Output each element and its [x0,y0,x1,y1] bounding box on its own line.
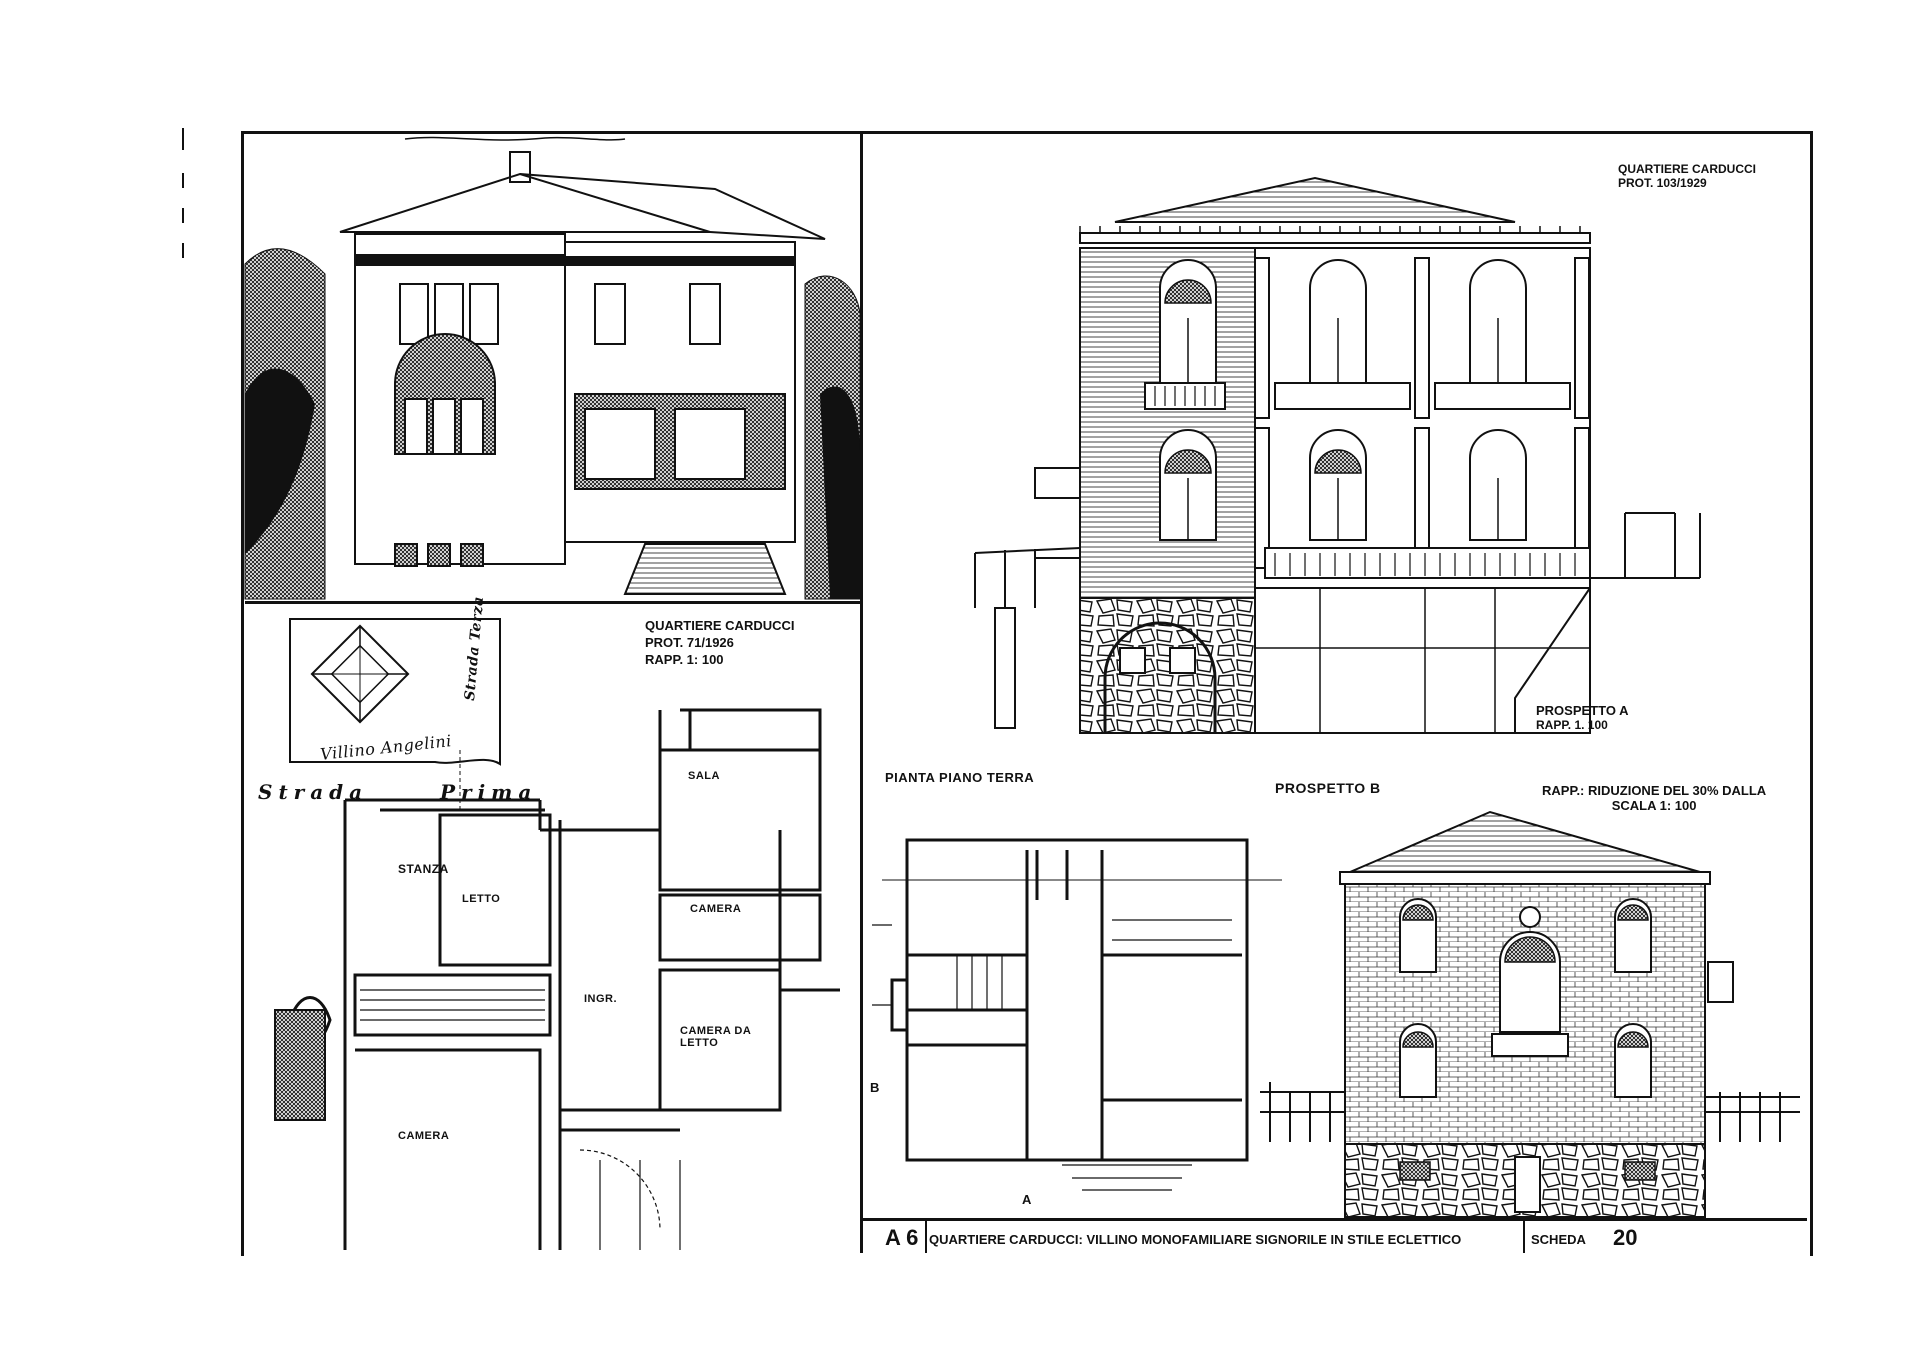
pianta-title: PIANTA PIANO TERRA [885,770,1035,785]
plate-a-title: QUARTIERE CARDUCCI [645,618,795,633]
footer-code: A 6 [885,1225,919,1250]
pianta-piano-terra [872,838,1282,1191]
footer-title-block: A 6 QUARTIERE CARDUCCI: VILLINO MONOFAMI… [863,1218,1807,1253]
plate-a-caption: QUARTIERE CARDUCCI PROT. 71/1926 RAPP. 1… [645,618,795,667]
room-label-ingresso: INGR. [584,993,618,1005]
prospetto-a-caption: PROSPETTO A RAPP. 1. 100 [1536,703,1628,732]
room-label-camera-1: CAMERA [690,903,742,915]
prospetto-b-elevation [1260,810,1800,1218]
scale-note-line2: SCALA 1: 100 [1611,798,1697,813]
plate-a-scale: RAPP. 1: 100 [645,652,724,667]
plate-b-caption: QUARTIERE CARDUCCI PROT. 103/1929 [1618,162,1756,190]
floor-plan-left [274,708,840,1250]
pianta-mark-a: A [1022,1192,1032,1207]
footer-sheet-label: SCHEDA [1531,1232,1586,1247]
sheet-frame [241,131,1813,1256]
prospetto-a-elevation [974,176,1701,734]
prospetto-b-title: PROSPETTO B [1275,780,1381,796]
room-label-camera-da-letto: CAMERA DA LETTO [680,1025,751,1049]
footer-sheet-number: 20 [1613,1225,1638,1250]
prospetto-a-title: PROSPETTO A [1536,703,1629,718]
site-plan-vignette [289,618,501,766]
plate-a-prot: PROT. 71/1926 [645,635,734,650]
footer-sheet-cell: SCHEDA [1523,1221,1611,1253]
left-panel-separator [245,601,860,604]
footer-code-cell: A 6 [863,1221,927,1253]
scale-note-line1: RAPP.: RIDUZIONE DEL 30% DALLA [1542,783,1767,798]
pianta-mark-b: B [870,1080,880,1095]
plate-b-title: QUARTIERE CARDUCCI [1618,162,1756,176]
room-label-sala: SALA [688,770,720,782]
panel-divider [860,131,863,1253]
room-label-letto: LETTO [462,893,501,905]
prospetto-a-scale: RAPP. 1. 100 [1536,718,1608,732]
perspective-drawing [244,134,861,600]
room-label-stanza: STANZA [398,862,449,876]
scale-note: RAPP.: RIDUZIONE DEL 30% DALLA SCALA 1: … [1542,783,1766,813]
room-label-camera-2: CAMERA [398,1130,450,1142]
margin-tick-marks [182,128,184,258]
plate-b-prot: PROT. 103/1929 [1618,176,1707,190]
footer-description: QUARTIERE CARDUCCI: VILLINO MONOFAMILIAR… [929,1232,1462,1247]
